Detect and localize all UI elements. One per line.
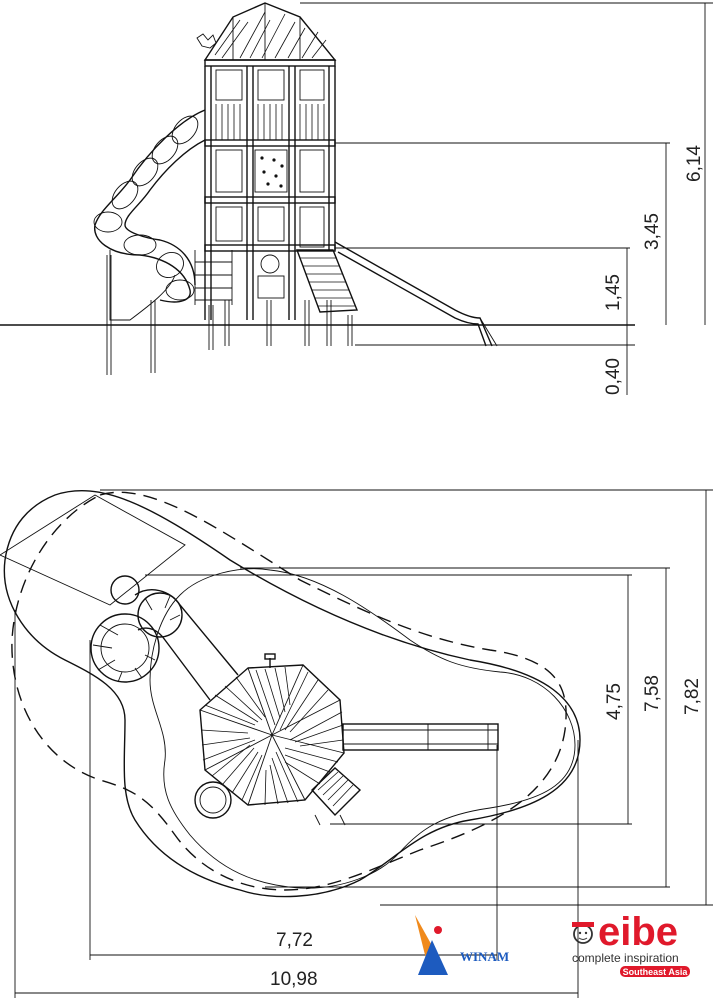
tube-slide bbox=[93, 109, 206, 375]
plan-straight-slide bbox=[342, 723, 499, 751]
eibe-logo: eibe complete inspiration Southeast Asia bbox=[572, 910, 690, 977]
plan-stair bbox=[311, 767, 362, 826]
dim-total-height: 6,14 bbox=[684, 145, 705, 182]
dim-inner-width: 7,72 bbox=[276, 930, 313, 951]
tower-frame bbox=[194, 59, 353, 350]
dim-inner-depth: 4,75 bbox=[604, 683, 625, 720]
dim-tower-height: 3,45 bbox=[642, 213, 663, 250]
plan-platform-disc bbox=[194, 781, 232, 819]
stair-ramp bbox=[295, 249, 359, 313]
eibe-region-label: Southeast Asia bbox=[623, 967, 689, 977]
winam-logo: WINAM bbox=[415, 915, 509, 975]
eibe-face-icon bbox=[572, 922, 594, 944]
dim-platform-height: 1,45 bbox=[603, 274, 624, 311]
winam-figure-icon bbox=[415, 915, 448, 975]
tube-zone bbox=[0, 494, 186, 606]
dim-mid-depth: 7,58 bbox=[642, 675, 663, 712]
inner-zone bbox=[149, 568, 576, 889]
safety-zone-dashed bbox=[11, 491, 567, 891]
dim-outer-width: 10,98 bbox=[270, 969, 318, 990]
plan-view: 4,75 7,58 7,82 7,72 10,98 bbox=[0, 489, 713, 998]
eibe-tagline: complete inspiration bbox=[572, 951, 679, 965]
elevation-view: 6,14 3,45 1,45 0,40 bbox=[0, 2, 713, 395]
winam-wordmark: WINAM bbox=[460, 949, 509, 964]
dim-outer-depth: 7,82 bbox=[682, 678, 703, 715]
plan-roof bbox=[199, 653, 345, 806]
dim-foundation-depth: 0,40 bbox=[603, 358, 624, 395]
plan-dimensions bbox=[14, 489, 713, 998]
straight-slide bbox=[334, 241, 498, 347]
eibe-wordmark: eibe bbox=[598, 910, 678, 954]
tower-roof bbox=[196, 2, 337, 61]
plan-tube-slide bbox=[90, 575, 239, 701]
impact-area bbox=[3, 490, 581, 898]
elevation-dimensions bbox=[300, 2, 713, 395]
eibe-region-badge bbox=[620, 966, 690, 977]
